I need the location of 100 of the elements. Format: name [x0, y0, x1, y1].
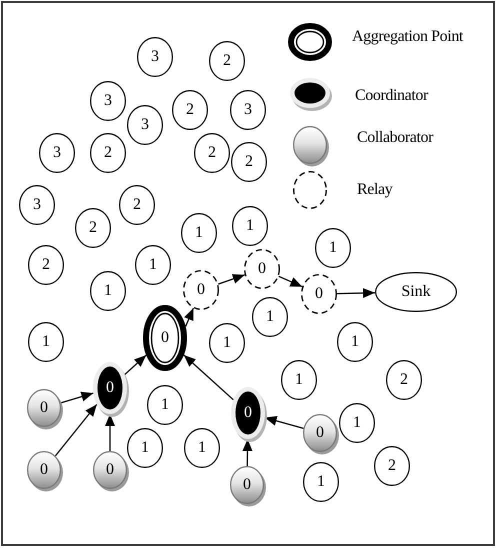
circle-node — [126, 104, 164, 146]
dashed-circle-node — [300, 273, 338, 315]
circle-node — [134, 244, 172, 286]
shaded-sphere-node — [302, 413, 342, 457]
circle-node — [280, 359, 318, 401]
shaded-sphere-node — [92, 450, 132, 494]
circle-node — [373, 445, 411, 487]
circle-node — [27, 244, 65, 286]
arrow — [264, 416, 304, 430]
circle-node — [171, 89, 209, 131]
circle-node — [208, 40, 246, 82]
node-number: 1 — [195, 225, 203, 241]
node-number: 2 — [42, 257, 50, 273]
node-number: 2 — [400, 372, 408, 388]
circle-node — [136, 36, 174, 78]
arrow — [218, 274, 246, 285]
node-number: 2 — [186, 102, 194, 118]
node-number: 2 — [245, 154, 253, 170]
arrow — [60, 392, 94, 404]
node-number: 0 — [243, 477, 251, 493]
shaded-sphere-node — [26, 450, 66, 494]
circle-node — [89, 132, 127, 174]
dashed-circle-node — [182, 269, 220, 311]
arrow — [54, 404, 98, 456]
node-number: 1 — [42, 334, 50, 350]
node-number: 2 — [223, 53, 231, 69]
node-number: 1 — [223, 335, 231, 351]
node-number: 1 — [149, 257, 157, 273]
circle-node — [118, 184, 156, 226]
solid-ellipse-node — [230, 386, 270, 444]
node-number: 0 — [315, 286, 323, 302]
circle-node — [146, 384, 184, 426]
node-number: 2 — [133, 197, 141, 213]
circle-node — [231, 205, 269, 247]
circle-node — [302, 461, 340, 503]
circle-node — [18, 184, 56, 226]
node-number: 0 — [161, 330, 169, 346]
node-number: 0 — [106, 380, 114, 396]
circle-node — [314, 227, 352, 269]
circle-node — [385, 359, 423, 401]
shaded-sphere-node — [26, 388, 66, 432]
circle-node — [336, 321, 374, 363]
circle-node — [230, 141, 268, 183]
node-number: 2 — [104, 145, 112, 161]
circle-node — [74, 207, 112, 249]
node-number: 1 — [198, 440, 206, 456]
circle-node — [183, 427, 221, 469]
circle-node — [208, 322, 246, 364]
node-number: 1 — [351, 334, 359, 350]
node-number: 1 — [317, 474, 325, 490]
arrow — [278, 276, 303, 288]
circle-node — [126, 427, 164, 469]
circle-node — [229, 89, 267, 131]
node-number: 3 — [151, 49, 159, 65]
node-number: 1 — [353, 415, 361, 431]
node-number: 0 — [197, 282, 205, 298]
arrow — [184, 308, 194, 327]
node-number: 1 — [266, 309, 274, 325]
circle-node — [338, 402, 376, 444]
legend-label: Relay — [357, 182, 392, 198]
node-number: 2 — [89, 220, 97, 236]
solid-ellipse-node — [92, 361, 132, 419]
circle-node — [89, 270, 127, 312]
node-number: 2 — [208, 145, 216, 161]
node-number: 2 — [388, 458, 396, 474]
circle-node — [180, 212, 218, 254]
legend-label: Aggregation Point — [352, 29, 463, 45]
node-number: 1 — [329, 240, 337, 256]
circle-node — [38, 132, 76, 174]
node-number: 0 — [106, 462, 114, 478]
node-number: 1 — [295, 372, 303, 388]
node-number: 3 — [104, 93, 112, 109]
node-number: 0 — [244, 405, 252, 421]
arrow — [124, 354, 147, 376]
circle-node — [251, 296, 289, 338]
shaded-sphere-node — [229, 465, 269, 509]
arrow — [105, 414, 115, 451]
node-number: 0 — [258, 261, 266, 277]
arrow — [183, 354, 234, 400]
node-number: 0 — [40, 462, 48, 478]
circle-node — [27, 321, 65, 363]
arrow — [336, 288, 376, 298]
node-number: 3 — [53, 145, 61, 161]
arrow — [242, 439, 252, 466]
node-number: 0 — [316, 425, 324, 441]
dashed-circle-node — [243, 248, 281, 290]
node-number: 1 — [246, 218, 254, 234]
legend-label: Coordinator — [355, 88, 428, 104]
node-label: Sink — [401, 284, 431, 300]
circle-node — [193, 132, 231, 174]
ellipse-node — [374, 271, 458, 313]
circle-node — [89, 80, 127, 122]
node-number: 3 — [141, 117, 149, 133]
node-number: 0 — [40, 400, 48, 416]
legend-label: Collaborator — [357, 130, 434, 146]
node-number: 1 — [104, 283, 112, 299]
node-number: 3 — [33, 197, 41, 213]
node-number: 1 — [141, 440, 149, 456]
node-number: 1 — [161, 397, 169, 413]
node-number: 3 — [244, 102, 252, 118]
